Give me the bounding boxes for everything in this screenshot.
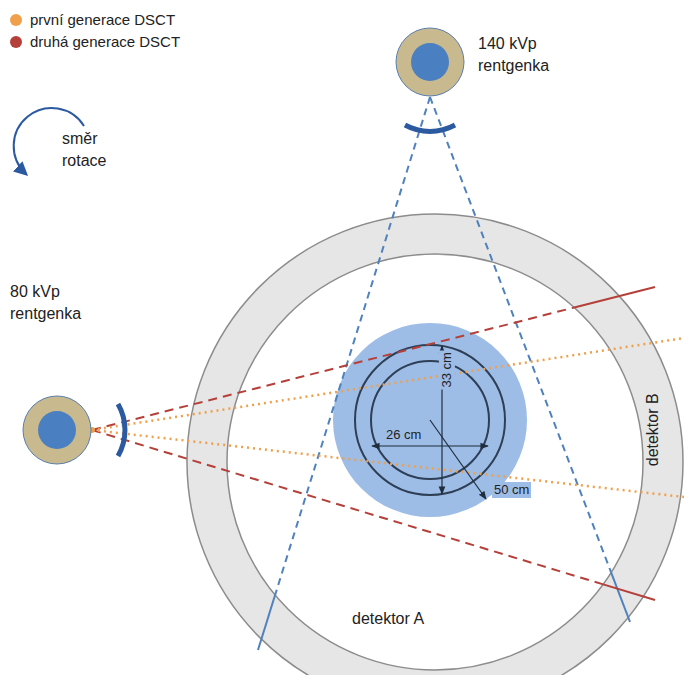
legend-entry: druhá generace DSCT: [10, 33, 180, 50]
detector-label: detektor B: [641, 394, 663, 467]
tube-housing: [396, 28, 464, 96]
tube-outline: [395, 27, 465, 97]
beam-edge: [92, 430, 603, 584]
beam-edge: [611, 573, 630, 622]
legend-swatch: [10, 14, 22, 26]
beam-edge: [430, 97, 611, 573]
tube-anode: [38, 411, 76, 449]
legend-swatch: [10, 36, 22, 48]
x-ray-beams: [92, 97, 684, 650]
dimension-arrow: [430, 420, 486, 499]
detector-label: detektor A: [352, 608, 424, 630]
beam-edge: [574, 287, 655, 308]
beam-edge: [275, 97, 430, 595]
x-ray-tube: 140 kVp rentgenka: [395, 27, 465, 97]
bowtie-filter: [405, 125, 455, 131]
detector-ring: [187, 214, 683, 675]
legend-entry: první generace DSCT: [10, 11, 175, 28]
tube-label: 80 kVp rentgenka: [10, 281, 92, 324]
beam-edge: [92, 308, 574, 430]
legend-text: druhá generace DSCT: [30, 33, 180, 50]
beam-edge: [92, 338, 684, 430]
dimension-label: 50 cm: [492, 482, 531, 498]
tube-outline: [22, 395, 92, 465]
gantry-bore: [227, 254, 643, 670]
dimension-label: 33 cm: [439, 350, 455, 389]
rotation-label: směr rotace: [62, 128, 118, 171]
tube-label: 140 kVp rentgenka: [478, 33, 560, 76]
dimension-label: 26 cm: [384, 427, 423, 443]
bowtie-filter: [118, 404, 125, 456]
legend-text: první generace DSCT: [30, 11, 175, 28]
tube-housing: [23, 396, 91, 464]
x-ray-tube: 80 kVp rentgenka: [22, 395, 92, 465]
beam-edge: [603, 584, 655, 600]
dimension-arrow: [372, 445, 488, 446]
beam-edge: [258, 595, 275, 650]
tube-anode: [411, 43, 449, 81]
